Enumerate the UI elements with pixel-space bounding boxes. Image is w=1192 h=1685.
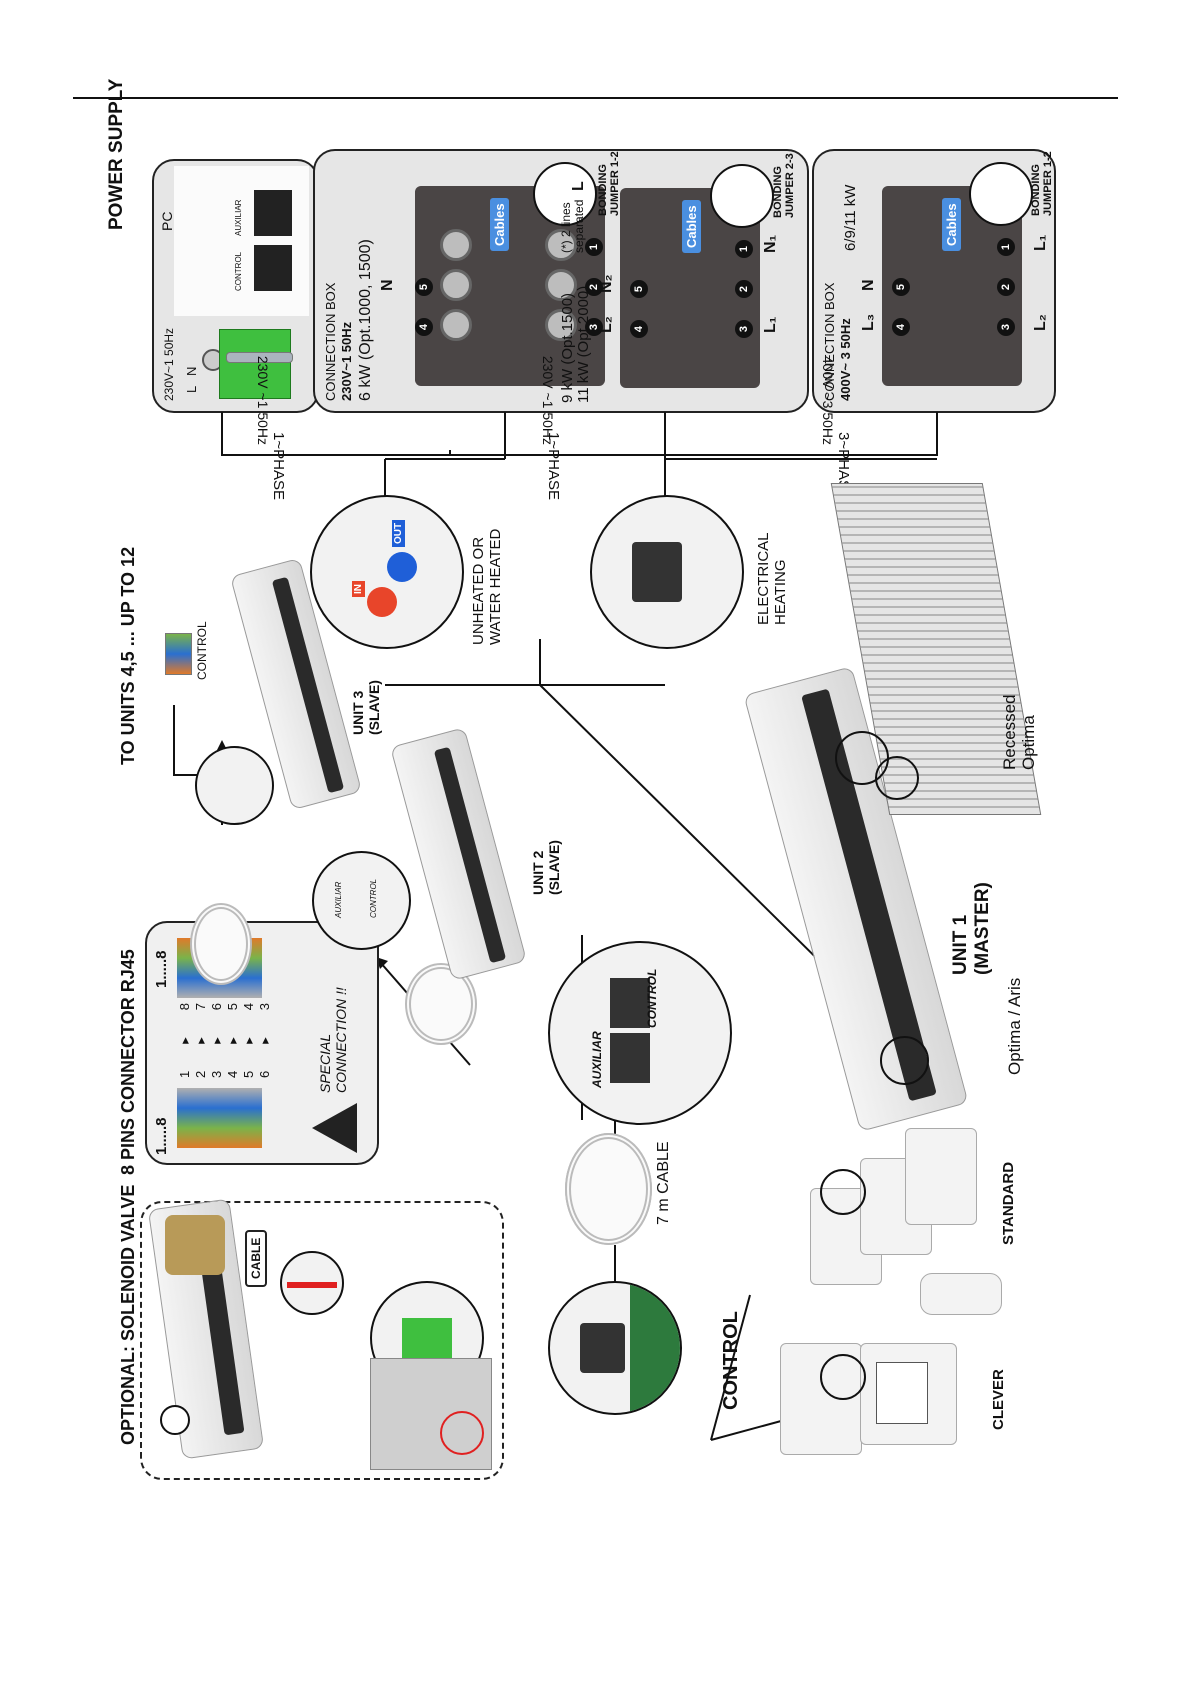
recessed-label: Recessed Optima xyxy=(1000,694,1038,770)
pin-row: 2▸7 xyxy=(193,1003,208,1078)
in-port xyxy=(367,587,397,617)
clever-zoom-circle xyxy=(820,1354,866,1400)
unit2-socket-zoom: AUXILIAR CONTROL xyxy=(312,851,411,950)
control-cable-coil xyxy=(565,1133,652,1245)
cable-coil-1 xyxy=(190,903,252,985)
unheated-zoom: IN OUT xyxy=(310,495,464,649)
solenoid-valve-zoom xyxy=(280,1251,344,1315)
standard-zoom-circle xyxy=(820,1169,866,1215)
solenoid-red-circle xyxy=(440,1411,484,1455)
pin-row: 5▸4 xyxy=(241,1003,256,1078)
warning-label: SPECIAL CONNECTION !! xyxy=(317,987,349,1093)
master-control: CONTROL xyxy=(645,968,659,1028)
pin-row: 3▸6 xyxy=(209,1003,224,1078)
electrical-heating-zoom xyxy=(590,495,744,649)
control-plug-label: CONTROL xyxy=(195,621,209,680)
master-socket-zoom: AUXILIAR CONTROL xyxy=(548,941,732,1125)
remote-control xyxy=(920,1273,1002,1315)
left-plug xyxy=(177,1088,262,1148)
control-cable-label: 7 m CABLE xyxy=(655,1141,672,1225)
standard-label: STANDARD xyxy=(1000,1161,1017,1245)
aux-socket xyxy=(610,1033,650,1083)
rj45-plug-icon xyxy=(165,633,192,675)
connector-right-range: 1.....8 xyxy=(153,950,170,988)
line2-phase: 1~PHASE xyxy=(545,432,562,500)
to-units-title: TO UNITS 4,5 ... UP TO 12 xyxy=(118,546,138,765)
line1-voltage: 230V ~1 50Hz xyxy=(255,355,271,445)
connector-title: 8 PINS CONNECTOR RJ45 xyxy=(118,949,138,1175)
clever-screen xyxy=(876,1362,928,1424)
pin-row: 1▸8 xyxy=(177,1003,192,1078)
recessed-socket-zoom-2 xyxy=(875,756,919,800)
optima-aris-label: Optima / Aris xyxy=(1005,977,1024,1075)
pin-row: 4▸5 xyxy=(225,1003,240,1078)
warning-icon xyxy=(312,1103,357,1153)
solenoid-zoom-circle xyxy=(160,1405,190,1435)
line1-phase: 1~PHASE xyxy=(270,432,287,500)
standard-panel-3 xyxy=(905,1128,977,1225)
unit1-socket-zoom xyxy=(880,1036,929,1085)
out-port xyxy=(387,552,417,582)
solenoid-cable-tag: CABLE xyxy=(245,1229,267,1287)
ctrl-socket xyxy=(610,978,650,1028)
electrical-heating-label: ELECTRICAL HEATING xyxy=(755,532,789,625)
unit1-label: UNIT 1 (MASTER) xyxy=(950,882,993,975)
in-label: IN xyxy=(352,581,365,597)
unit3-socket-zoom xyxy=(195,746,274,825)
valve-icon xyxy=(165,1215,225,1275)
line3-voltage: 400V ~3 50Hz xyxy=(820,355,836,445)
red-arrow xyxy=(287,1282,337,1288)
pin-row: 6▸3 xyxy=(257,1003,272,1078)
top-rule xyxy=(73,97,1118,99)
unit3-label: UNIT 3 (SLAVE) xyxy=(350,680,382,735)
connector-panel: 1.....8 1.....8 1▸8 2▸7 3▸6 4▸5 5▸4 6▸3 … xyxy=(145,921,379,1165)
control-board-socket xyxy=(580,1323,625,1373)
clever-panel-2 xyxy=(860,1343,957,1445)
control-board-pcb xyxy=(630,1283,680,1413)
unit2-control: CONTROL xyxy=(369,878,378,918)
control-title: CONTROL xyxy=(720,1311,742,1410)
solenoid-title: OPTIONAL: SOLENOID VALVE xyxy=(118,1184,138,1445)
green-terminal xyxy=(402,1318,452,1358)
out-label: OUT xyxy=(392,519,405,547)
unit2-label: UNIT 2 (SLAVE) xyxy=(530,840,562,895)
clever-label: CLEVER xyxy=(990,1369,1007,1430)
heating-terminal xyxy=(632,542,682,602)
unit2-auxiliar: AUXILIAR xyxy=(334,881,343,918)
control-board-zoom xyxy=(548,1281,682,1415)
pin-map: 1▸8 2▸7 3▸6 4▸5 5▸4 6▸3 xyxy=(177,1003,272,1078)
unheated-label: UNHEATED OR WATER HEATED xyxy=(470,528,504,645)
master-auxiliar: AUXILIAR xyxy=(590,1031,604,1088)
connector-left-range: 1.....8 xyxy=(153,1117,170,1155)
